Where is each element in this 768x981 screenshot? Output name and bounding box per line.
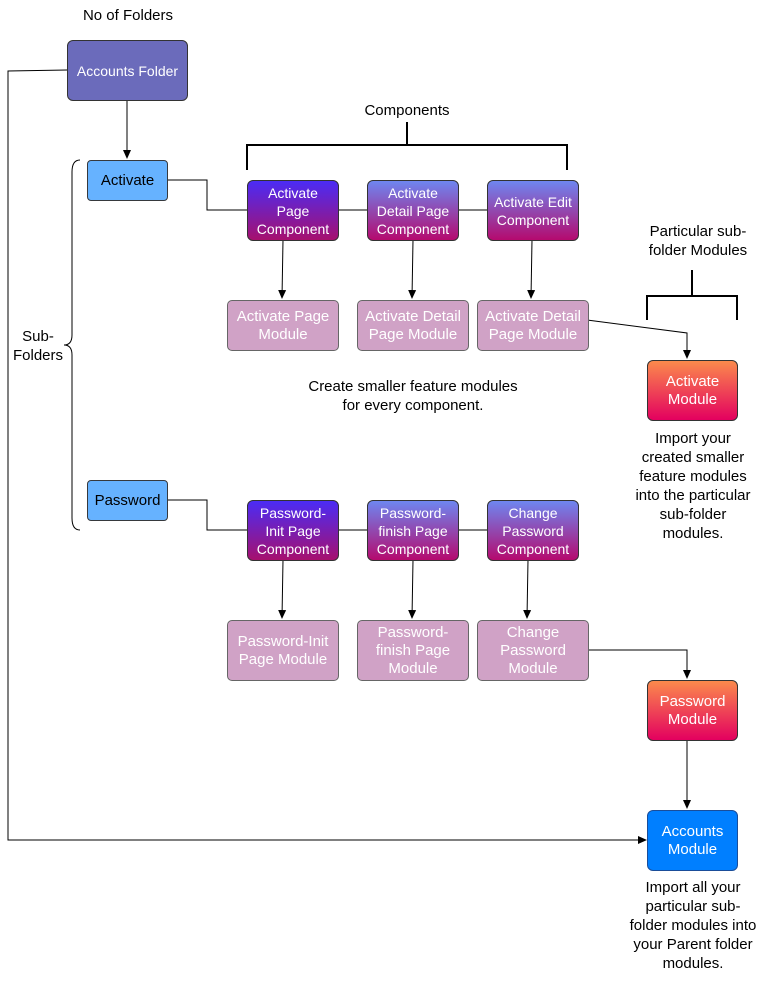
particular-bracket: [646, 270, 738, 320]
import-all-note: Import all your particular sub- folder m…: [629, 879, 757, 972]
password-subfolder-node: Password: [87, 480, 168, 521]
accounts-folder-node: Accounts Folder: [67, 40, 188, 101]
change-password-module-node: Change Password Module: [477, 620, 589, 681]
arrow-pw-comp3: [523, 559, 532, 619]
activate-subfolder-node: Activate: [87, 160, 168, 201]
activate-detail-page-module-node: Activate Detail Page Module: [357, 300, 469, 351]
arrow-pw-comp2: [408, 559, 417, 619]
password-finish-page-component-node: Password- finish Page Component: [367, 500, 459, 561]
activate-module-node: Activate Module: [647, 360, 738, 421]
activate-page-module-node: Activate Page Module: [227, 300, 339, 351]
activate-page-component-node: Activate Page Component: [247, 180, 339, 241]
particular-subfolder-label: Particular sub- folder Modules: [648, 223, 748, 259]
activate-edit-component-node: Activate Edit Component: [487, 180, 579, 241]
arrow-to-activate-module: [586, 319, 691, 359]
arrow-folder-to-accounts-module: [7, 69, 647, 844]
change-password-component-node: Change Password Component: [487, 500, 579, 561]
arrow-pw-comp1: [278, 559, 287, 619]
password-init-page-component-node: Password- Init Page Component: [247, 500, 339, 561]
components-label: Components: [364, 102, 450, 119]
arrow-act-comp2: [408, 239, 417, 299]
activate-detail-page-component-node: Activate Detail Page Component: [367, 180, 459, 241]
subfolders-brace: [63, 159, 81, 531]
accounts-module-node: Accounts Module: [647, 810, 738, 871]
create-modules-note: Create smaller feature modules for every…: [308, 378, 518, 414]
activate-edit-module-node: Activate Detail Page Module: [477, 300, 589, 351]
subfolders-label: Sub- Folders: [12, 328, 64, 364]
arrow-act-comp3: [527, 239, 536, 299]
password-finish-page-module-node: Password- finish Page Module: [357, 620, 469, 681]
components-bracket: [246, 122, 568, 170]
import-note: Import your created smaller feature modu…: [635, 430, 751, 542]
arrow-to-password-module: [587, 649, 691, 679]
diagram-title: No of Folders: [82, 7, 174, 24]
password-init-page-module-node: Password-Init Page Module: [227, 620, 339, 681]
password-module-node: Password Module: [647, 680, 738, 741]
arrow-act-comp1: [278, 239, 287, 299]
